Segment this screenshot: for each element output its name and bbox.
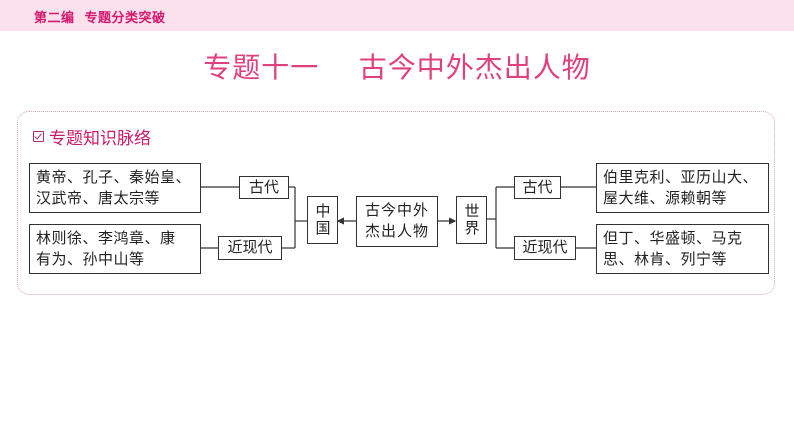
section-heading-text: 专题知识脉络 (49, 129, 151, 149)
china-ancient-period-label: 古代 (239, 176, 289, 199)
china-modern-people-line2: 有为、孙中山等 (36, 250, 145, 268)
china-modern-people-box: 林则徐、李鸿章、康 有为、孙中山等 (29, 224, 201, 274)
china-node: 中国 (307, 196, 338, 244)
world-ancient-people-line2: 屋大维、源赖朝等 (603, 189, 728, 207)
world-modern-people-line1: 但丁、华盛顿、马克 (603, 229, 743, 247)
header-bar: 第二编 专题分类突破 (0, 0, 794, 31)
center-topic-line1: 古今中外 (364, 201, 429, 219)
world-ancient-people-line1: 伯里克利、亚历山大、 (603, 168, 759, 186)
page-title: 专题十一 古今中外杰出人物 (203, 51, 591, 84)
world-modern-people-box: 但丁、华盛顿、马克 思、林肯、列宁等 (596, 224, 769, 274)
china-ancient-people-line2: 汉武帝、唐太宗等 (36, 189, 161, 207)
world-node: 世界 (456, 196, 487, 244)
china-modern-people-line1: 林则徐、李鸿章、康 (36, 229, 176, 247)
china-ancient-people-line1: 黄帝、孔子、秦始皇、 (36, 168, 192, 186)
center-topic-node: 古今中外 杰出人物 (356, 196, 438, 247)
china-modern-period-label: 近现代 (218, 236, 282, 260)
section-heading: 专题知识脉络 (33, 124, 151, 149)
header-section-label: 第二编 专题分类突破 (34, 11, 166, 26)
center-topic-line2: 杰出人物 (364, 222, 429, 240)
world-modern-period-label: 近现代 (514, 236, 576, 260)
world-modern-people-line2: 思、林肯、列宁等 (603, 250, 728, 268)
knowledge-frame (17, 111, 775, 295)
china-ancient-people-box: 黄帝、孔子、秦始皇、 汉武帝、唐太宗等 (29, 163, 201, 213)
world-ancient-period-label: 古代 (514, 176, 561, 199)
checkbox-icon (33, 131, 44, 142)
world-ancient-people-box: 伯里克利、亚历山大、 屋大维、源赖朝等 (596, 163, 769, 213)
